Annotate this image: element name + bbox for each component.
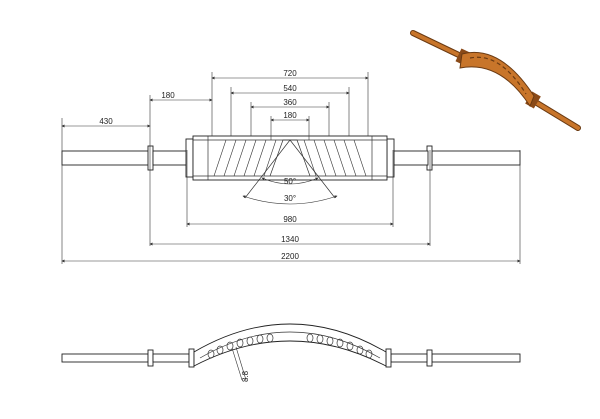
dim-180-left: 180 [161, 91, 175, 100]
extension-lines [61, 72, 521, 264]
center-body [192, 135, 388, 181]
left-shaft [61, 150, 151, 166]
handle-hatching [213, 139, 367, 177]
top-right-shaft [431, 353, 521, 363]
top-left-inner [152, 353, 190, 363]
left-collar [147, 145, 154, 171]
top-right-collar [426, 349, 433, 367]
dim-180-center: 180 [283, 111, 297, 120]
dim-2200: 2200 [281, 252, 299, 261]
barbell-3d-preview-icon [410, 30, 581, 131]
angle-50: 50° [284, 177, 296, 186]
right-shaft [431, 150, 521, 166]
dim-8-8: 8.8 [241, 370, 250, 382]
front-view [61, 135, 521, 205]
left-inner-shaft [152, 150, 188, 166]
top-left-shaft [61, 353, 149, 363]
top-left-end [188, 348, 195, 368]
dim-980: 980 [283, 215, 297, 224]
top-right-inner [390, 353, 428, 363]
right-inner-shaft [393, 150, 429, 166]
curved-frame [193, 323, 387, 367]
dim-1340: 1340 [281, 235, 299, 244]
top-right-end [385, 348, 392, 368]
dim-360: 360 [283, 98, 297, 107]
top-view [61, 323, 521, 381]
grip-holes [207, 333, 373, 359]
angle-30: 30° [284, 194, 296, 203]
dimension-lines [61, 76, 521, 263]
top-left-collar [147, 349, 154, 367]
dim-430: 430 [99, 117, 113, 126]
dim-540: 540 [283, 84, 297, 93]
dim-720: 720 [283, 69, 297, 78]
